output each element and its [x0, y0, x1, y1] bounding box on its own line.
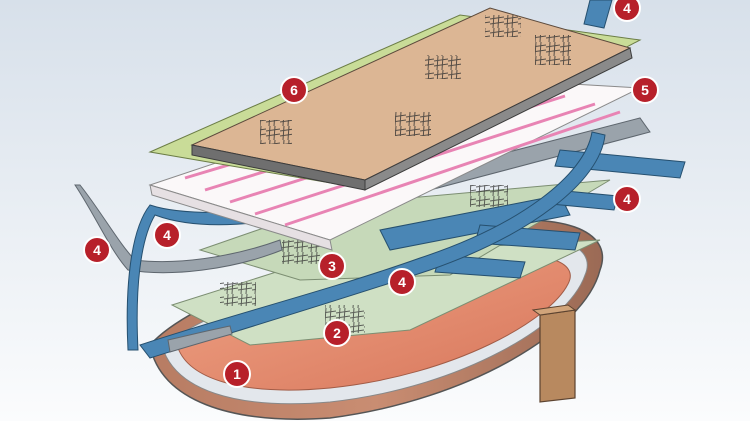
- callout-6: 6: [280, 76, 308, 104]
- callout-3-label: 3: [328, 258, 336, 274]
- callout-1: 1: [223, 360, 251, 388]
- callout-4-right-label: 4: [623, 191, 631, 207]
- callout-2: 2: [323, 319, 351, 347]
- callout-1-label: 1: [233, 366, 241, 382]
- callout-4-left: 4: [83, 236, 111, 264]
- callout-3: 3: [318, 252, 346, 280]
- callout-4-center-label: 4: [398, 274, 406, 290]
- callout-2-label: 2: [333, 325, 341, 341]
- callout-4-left-label: 4: [93, 242, 101, 258]
- core-panel-layer-6: [148, 7, 642, 191]
- callout-4-right: 4: [613, 185, 641, 213]
- callout-4-top-right-label: 4: [623, 0, 631, 16]
- callout-4-top-right: 4: [613, 0, 641, 22]
- callout-5-label: 5: [641, 82, 649, 98]
- callout-4-center: 4: [388, 268, 416, 296]
- callout-5: 5: [631, 76, 659, 104]
- callout-4-left-upper: 4: [153, 221, 181, 249]
- callout-6-label: 6: [290, 82, 298, 98]
- keel-block: [531, 304, 577, 403]
- callout-4-left-upper-label: 4: [163, 227, 171, 243]
- tape-layer-blue: [74, 0, 686, 359]
